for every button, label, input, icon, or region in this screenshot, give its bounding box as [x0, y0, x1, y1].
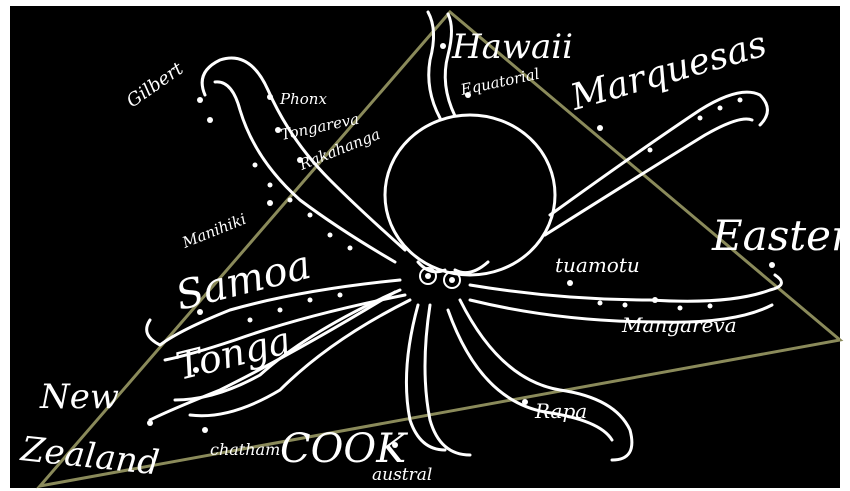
label-easter: Easter [711, 211, 850, 260]
label-new: New [39, 377, 119, 417]
octopus-head [385, 115, 555, 275]
label-phonx: Phonx [279, 90, 327, 108]
label-marquesas: Marquesas [565, 24, 771, 119]
label-mangareva: Mangareva [621, 313, 737, 337]
tentacle-suckers [147, 43, 775, 448]
label-hawaii: Hawaii [451, 27, 573, 67]
label-chatham: chatham [210, 440, 280, 459]
label-samoa: Samoa [171, 242, 315, 320]
label-manihiki: Manihiki [179, 210, 249, 252]
label-rapa: Rapa [534, 399, 587, 423]
island-labels: Gilbert Phonx Tongareva Rakahanga Manihi… [18, 24, 850, 485]
label-zealand: Zealand [18, 429, 161, 483]
label-tuamotu: tuamotu [555, 253, 640, 277]
label-equatorial: Equatorial [458, 65, 541, 99]
label-gilbert: Gilbert [123, 58, 188, 112]
label-austral: austral [372, 465, 432, 485]
